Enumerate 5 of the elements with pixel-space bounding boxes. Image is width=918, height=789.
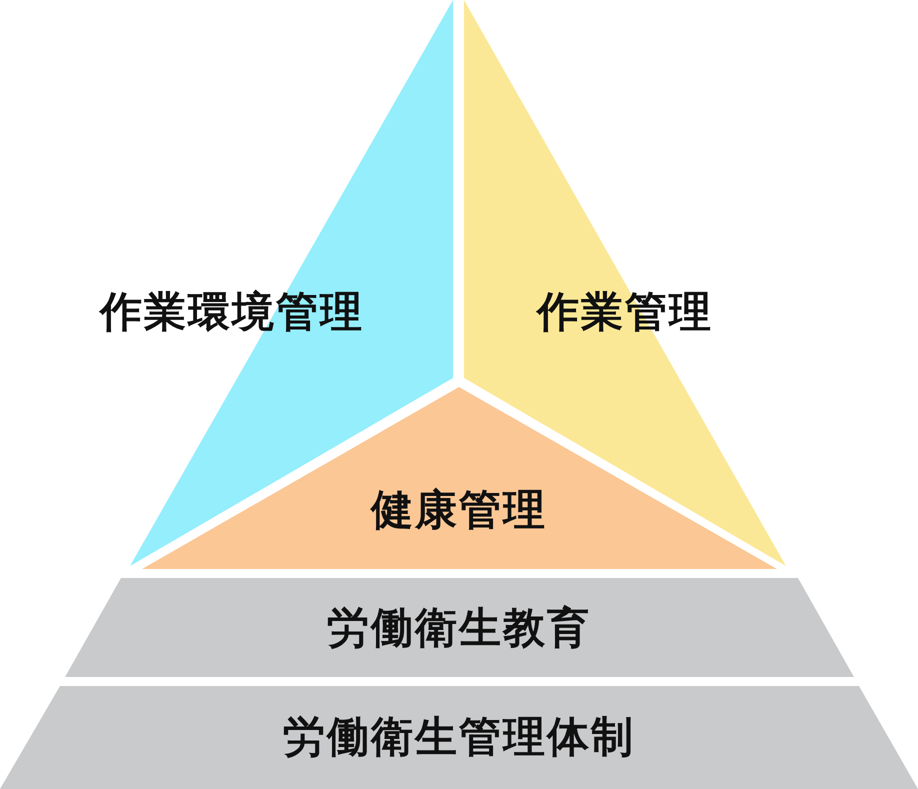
segment-label: 労働衛生教育 [327,602,591,654]
segment-label: 労働衛生管理体制 [283,711,635,763]
segment-label: 健康管理 [371,484,547,536]
segment-label: 作業管理 [537,286,713,338]
segment-label: 作業環境管理 [100,286,364,338]
